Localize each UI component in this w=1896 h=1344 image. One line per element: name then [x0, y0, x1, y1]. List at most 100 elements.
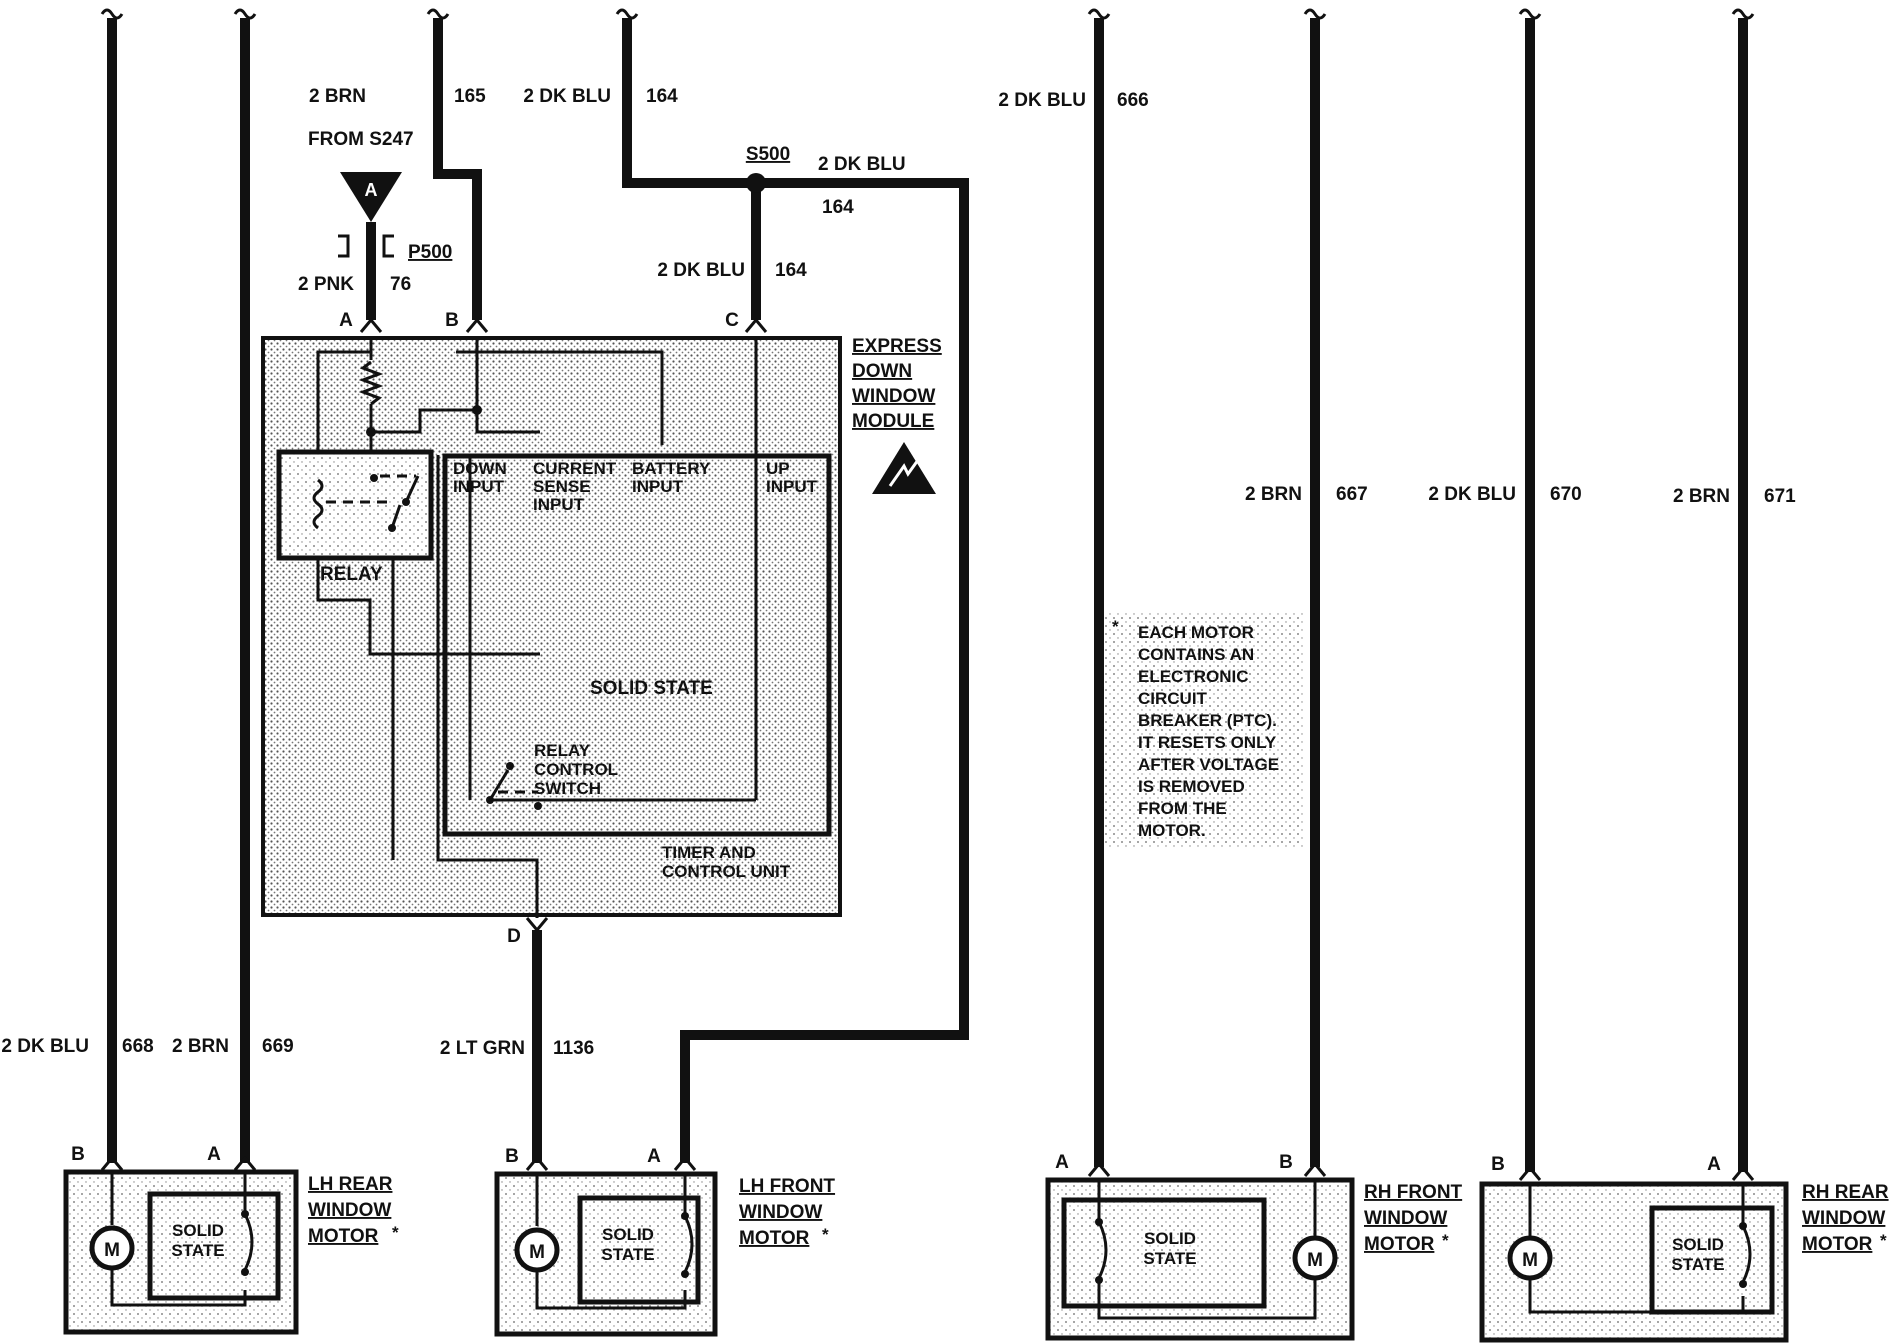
connector-labels: FROM S247 A P500 S500 — [308, 129, 790, 263]
wire-164-color: 2 DK BLU — [523, 86, 611, 107]
svg-text:LH FRONT: LH FRONT — [739, 1176, 835, 1197]
svg-text:IS REMOVED: IS REMOVED — [1138, 777, 1245, 796]
svg-text:A: A — [647, 1146, 661, 1167]
svg-text:SOLID: SOLID — [602, 1225, 654, 1244]
svg-text:*: * — [1880, 1231, 1887, 1250]
svg-text:A: A — [1055, 1152, 1069, 1173]
svg-text:INPUT: INPUT — [533, 495, 585, 514]
svg-text:SOLID: SOLID — [1144, 1229, 1196, 1248]
motor-icon: M — [1507, 1235, 1553, 1281]
svg-text:MOTOR: MOTOR — [1802, 1234, 1873, 1255]
svg-text:M: M — [1307, 1250, 1323, 1271]
s500-label: S500 — [746, 144, 790, 165]
svg-text:M: M — [104, 1240, 120, 1261]
svg-text:SOLID: SOLID — [1672, 1235, 1724, 1254]
svg-text:A: A — [207, 1144, 221, 1165]
splice-dot-icon — [746, 173, 766, 193]
ground-triangle-icon: A — [340, 172, 402, 222]
svg-text:A: A — [365, 180, 378, 200]
svg-text:MODULE: MODULE — [852, 411, 934, 432]
module-pin-connectors — [359, 317, 768, 933]
wire-164-number: 164 — [646, 86, 678, 107]
wires — [107, 18, 1748, 1172]
from-s247-label: FROM S247 — [308, 129, 414, 150]
wire-671-number: 671 — [1764, 486, 1796, 507]
wire-1136-number: 1136 — [553, 1038, 594, 1059]
svg-text:LH REAR: LH REAR — [308, 1174, 393, 1195]
svg-text:RH REAR: RH REAR — [1802, 1182, 1889, 1203]
motor-icon: M — [1292, 1235, 1338, 1281]
svg-text:STATE: STATE — [601, 1245, 654, 1264]
wire-164-splice-number: 164 — [775, 260, 807, 281]
wire-669-number: 669 — [262, 1036, 294, 1057]
svg-text:B: B — [505, 1146, 519, 1167]
wire-165-color: 2 BRN — [309, 86, 366, 107]
motor-icon: M — [514, 1227, 560, 1273]
svg-text:CONTROL: CONTROL — [534, 760, 618, 779]
svg-text:INPUT: INPUT — [453, 477, 505, 496]
svg-text:A: A — [1707, 1154, 1721, 1175]
wire-669-color: 2 BRN — [172, 1036, 229, 1057]
svg-text:*: * — [1442, 1231, 1449, 1250]
svg-text:CONTAINS AN: CONTAINS AN — [1138, 645, 1254, 664]
pin-b-label: B — [445, 310, 459, 331]
svg-text:MOTOR: MOTOR — [739, 1228, 810, 1249]
wire-667-number: 667 — [1336, 484, 1368, 505]
svg-text:TIMER AND: TIMER AND — [662, 843, 756, 862]
lh-rear-window-motor: B A M SOLID STATE LH REAR WINDOW MOTOR * — [63, 1144, 399, 1335]
esd-warning-icon — [872, 442, 936, 494]
svg-text:IT RESETS ONLY: IT RESETS ONLY — [1138, 733, 1277, 752]
solid-state-label: SOLID STATE — [590, 678, 713, 699]
wire-164-right-number: 164 — [822, 197, 854, 218]
svg-text:BREAKER (PTC).: BREAKER (PTC). — [1138, 711, 1277, 730]
svg-text:STATE: STATE — [171, 1241, 224, 1260]
wire-76-number: 76 — [390, 274, 411, 295]
svg-text:WINDOW: WINDOW — [852, 386, 935, 407]
relay-label: RELAY — [320, 564, 383, 585]
wire-668-color: 2 DK BLU — [1, 1036, 89, 1057]
express-down-window-module: A B C D — [261, 310, 942, 947]
svg-text:WINDOW: WINDOW — [1802, 1208, 1885, 1229]
svg-text:CURRENT: CURRENT — [533, 459, 617, 478]
svg-text:MOTOR.: MOTOR. — [1138, 821, 1206, 840]
wire-668-number: 668 — [122, 1036, 154, 1057]
wire-76-color: 2 PNK — [298, 274, 354, 295]
svg-text:*: * — [392, 1223, 399, 1242]
svg-text:DOWN: DOWN — [852, 361, 912, 382]
ptc-note: * EACH MOTOR CONTAINS AN ELECTRONIC CIRC… — [1104, 612, 1304, 848]
svg-text:B: B — [71, 1144, 85, 1165]
svg-text:ELECTRONIC: ELECTRONIC — [1138, 667, 1249, 686]
svg-text:M: M — [529, 1242, 545, 1263]
svg-text:AFTER VOLTAGE: AFTER VOLTAGE — [1138, 755, 1279, 774]
svg-text:STATE: STATE — [1143, 1249, 1196, 1268]
rh-rear-window-motor: B A M SOLID STATE RH REAR WINDOW MOTOR * — [1479, 1154, 1889, 1343]
wire-670-color: 2 DK BLU — [1428, 484, 1516, 505]
svg-text:*: * — [822, 1225, 829, 1244]
svg-text:MOTOR: MOTOR — [1364, 1234, 1435, 1255]
svg-text:DOWN: DOWN — [453, 459, 507, 478]
wire-666-number: 666 — [1117, 90, 1149, 111]
lh-front-window-motor: B A M SOLID STATE LH FRONT WINDOW MOTOR … — [494, 1146, 835, 1337]
svg-text:CIRCUIT: CIRCUIT — [1138, 689, 1208, 708]
svg-text:SOLID: SOLID — [172, 1221, 224, 1240]
svg-text:WINDOW: WINDOW — [739, 1202, 822, 1223]
svg-text:STATE: STATE — [1671, 1255, 1724, 1274]
svg-text:B: B — [1491, 1154, 1505, 1175]
svg-text:INPUT: INPUT — [766, 477, 818, 496]
pin-c-label: C — [725, 310, 739, 331]
wire-667-color: 2 BRN — [1245, 484, 1302, 505]
svg-text:WINDOW: WINDOW — [308, 1200, 391, 1221]
svg-text:MOTOR: MOTOR — [308, 1226, 379, 1247]
wire-164-splice-color: 2 DK BLU — [657, 260, 745, 281]
wire-labels: 2 BRN 165 2 DK BLU 164 2 DK BLU 164 2 DK… — [1, 86, 1796, 1059]
svg-text:BATTERY: BATTERY — [632, 459, 711, 478]
wire-164-right-color: 2 DK BLU — [818, 154, 906, 175]
svg-text:EXPRESS: EXPRESS — [852, 336, 942, 357]
pin-d-label: D — [507, 926, 521, 947]
svg-text:M: M — [1522, 1250, 1538, 1271]
svg-text:RELAY: RELAY — [534, 741, 591, 760]
svg-text:SENSE: SENSE — [533, 477, 591, 496]
wire-165-number: 165 — [454, 86, 486, 107]
p500-label: P500 — [408, 242, 452, 263]
